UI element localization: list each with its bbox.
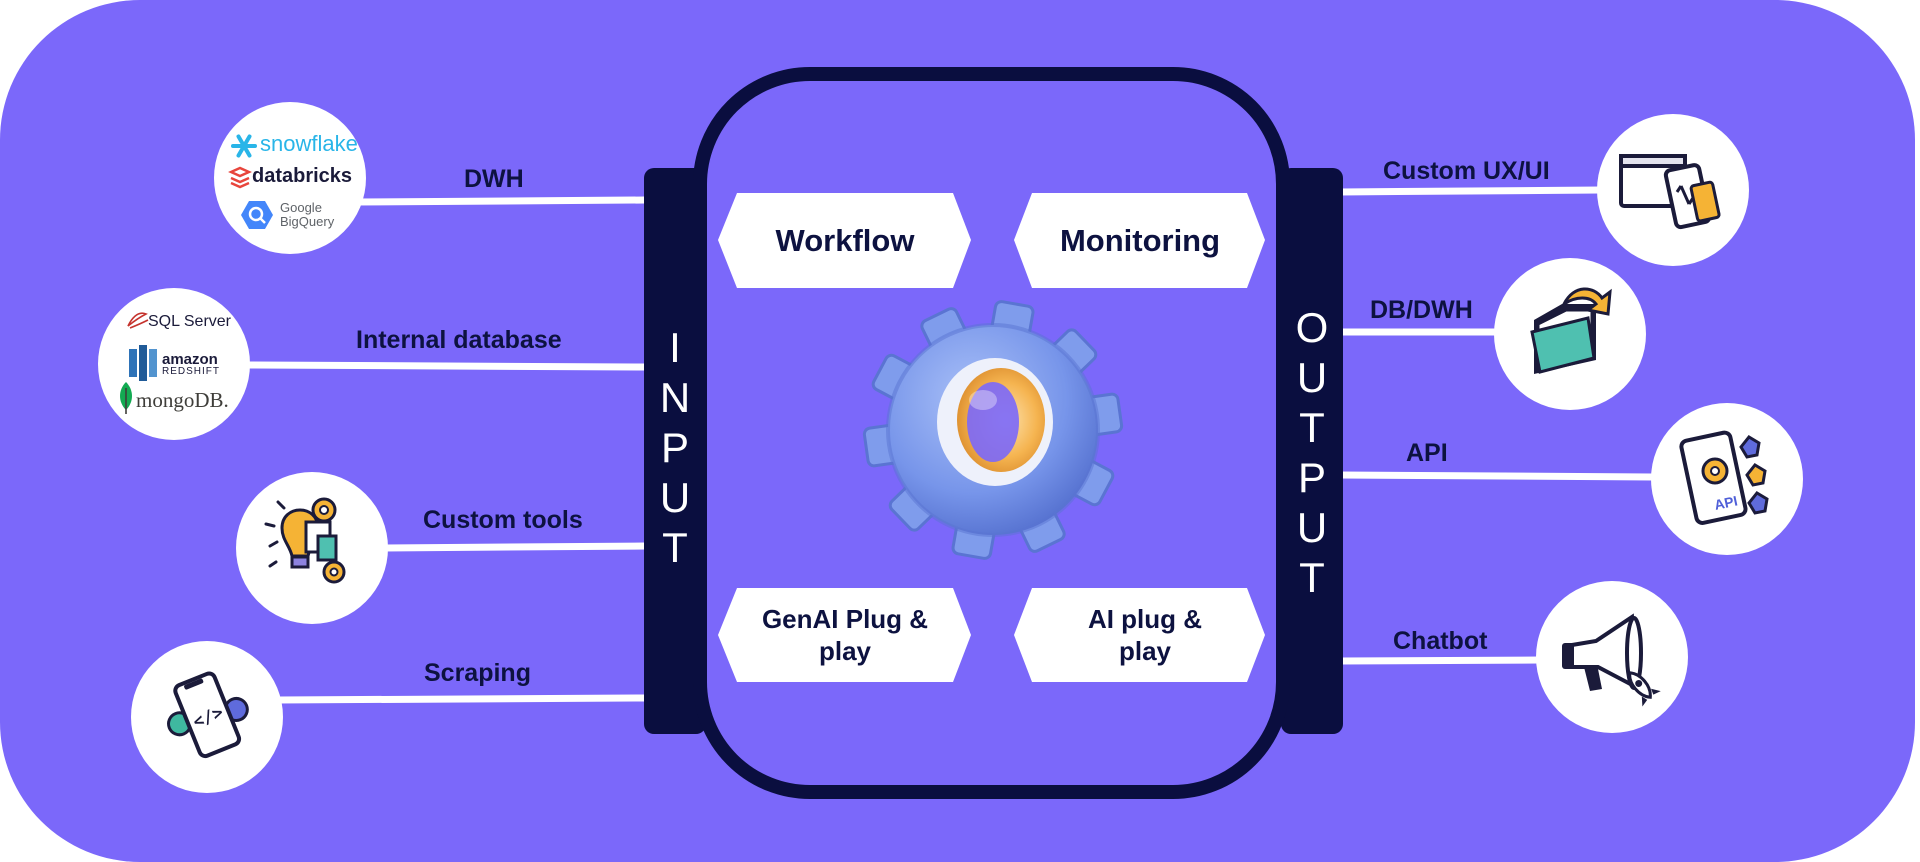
module-line: Workflow [775,222,915,258]
input-bar [644,168,706,734]
output-label-api: API [1406,439,1448,467]
devices-icon [1619,154,1721,230]
mongodb-logo: mongoDB. [136,388,229,412]
connector-internal-database [244,361,646,371]
output-title-letter: T [1299,404,1325,451]
sql-server-logo: SQL Server [148,313,231,330]
output-label-db-dwh: DB/DWH [1370,296,1473,324]
folder-arrow-icon [1530,287,1612,374]
output-title-letter: O [1295,304,1329,351]
amazon-logo: amazon [162,351,218,368]
api-phone-icon: API [1679,430,1769,525]
output-label-chatbot: Chatbot [1393,627,1488,655]
databricks-icon [228,166,252,189]
module-line: play [1118,636,1172,666]
output-label-custom-ux: Custom UX/UI [1383,157,1550,185]
databricks-logo: databricks [252,165,353,187]
bigquery-logo: BigQuery [280,214,335,229]
bigquery-icon [241,201,273,229]
gear-icon [862,300,1124,560]
input-title-letter: P [660,424,689,471]
module-monitoring-label: Monitoring [1020,193,1260,288]
megaphone-rocket-icon [1562,613,1661,707]
module-monitoring [1014,193,1265,288]
module-genai [718,588,971,682]
redshift-icon [129,345,157,381]
sql-server-icon [127,312,149,329]
google-logo: Google [280,200,322,215]
output-title-letter: U [1296,354,1328,401]
input-label-dwh: DWH [464,165,524,193]
input-label-custom-tools: Custom tools [423,506,583,534]
lightbulb-gears-icon [264,497,346,584]
connector-chatbot [1339,656,1541,665]
connector-scraping [277,694,646,704]
connector-custom-tools [384,542,646,552]
connector-api [1339,471,1656,481]
module-line: AI plug & [1087,604,1203,634]
module-line: play [818,636,872,666]
output-title-letter: P [1297,454,1326,501]
redshift-logo: REDSHIFT [162,366,220,377]
svg-text:API: API [1713,492,1739,513]
output-title-letter: T [1299,554,1325,601]
module-workflow [718,193,971,288]
module-genai-label: GenAI Plug &play [725,588,965,682]
module-ai [1014,588,1265,682]
input-title-letter: U [659,474,691,521]
input-title-letter: T [662,524,688,571]
input-title-letter: I [669,324,681,371]
input-label-scraping: Scraping [424,659,531,687]
connector-custom-ux [1339,186,1601,196]
output-title-letter: U [1296,504,1328,551]
input-title-letter: N [659,374,691,421]
module-ai-label: AI plug &play [1020,588,1270,682]
module-line: Monitoring [1059,222,1221,258]
snowflake-icon [231,134,257,158]
module-line: GenAI Plug & [761,604,929,634]
snowflake-logo: snowflake [260,131,358,156]
connector-dwh [354,196,646,206]
output-bar [1281,168,1343,734]
module-workflow-label: Workflow [725,193,965,288]
phone-code-icon: </> [167,671,249,759]
input-label-internal-database: Internal database [356,326,562,354]
mongodb-icon [120,382,132,414]
